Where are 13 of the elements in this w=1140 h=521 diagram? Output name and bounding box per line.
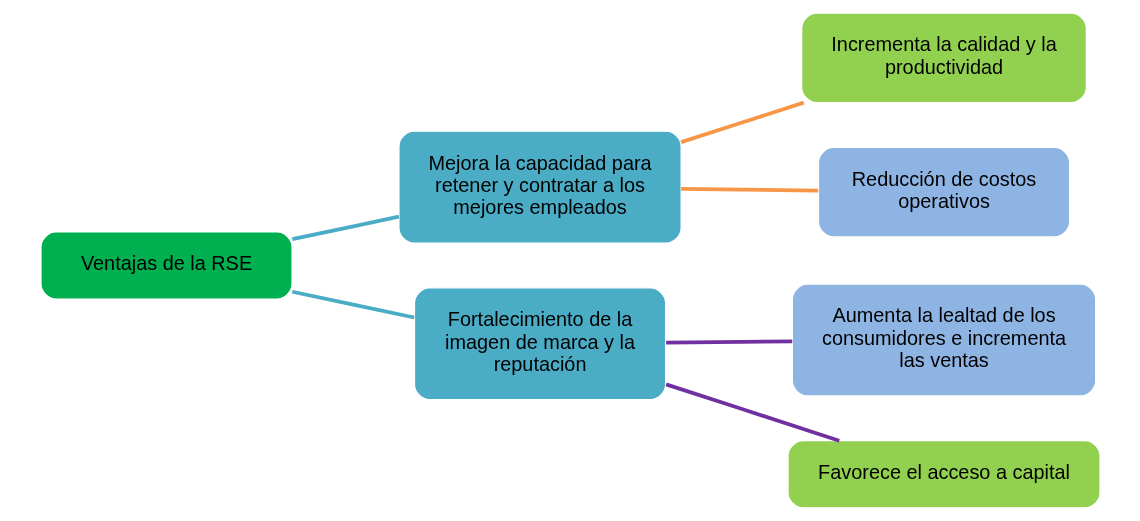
node-box: Fortalecimiento de la imagen de marca y la reputación xyxy=(413,287,666,401)
node-box: Favorece el acceso a capital xyxy=(786,440,1101,509)
node-box: Reducción de costos operativos xyxy=(817,146,1070,238)
node-box: Incrementa la calidad y la productividad xyxy=(800,12,1087,104)
connector xyxy=(665,339,792,345)
connector xyxy=(665,382,840,443)
connector xyxy=(291,289,415,320)
connector xyxy=(680,100,804,144)
node-box: Mejora la capacidad para retener y contratar a los mejores empleados xyxy=(397,130,682,244)
node-box: Aumenta la lealtad de los consumidores e incrementa las ventas xyxy=(791,283,1096,397)
node-box: Ventajas de la RSE xyxy=(39,231,293,300)
connector xyxy=(680,187,818,193)
connector xyxy=(291,214,399,241)
